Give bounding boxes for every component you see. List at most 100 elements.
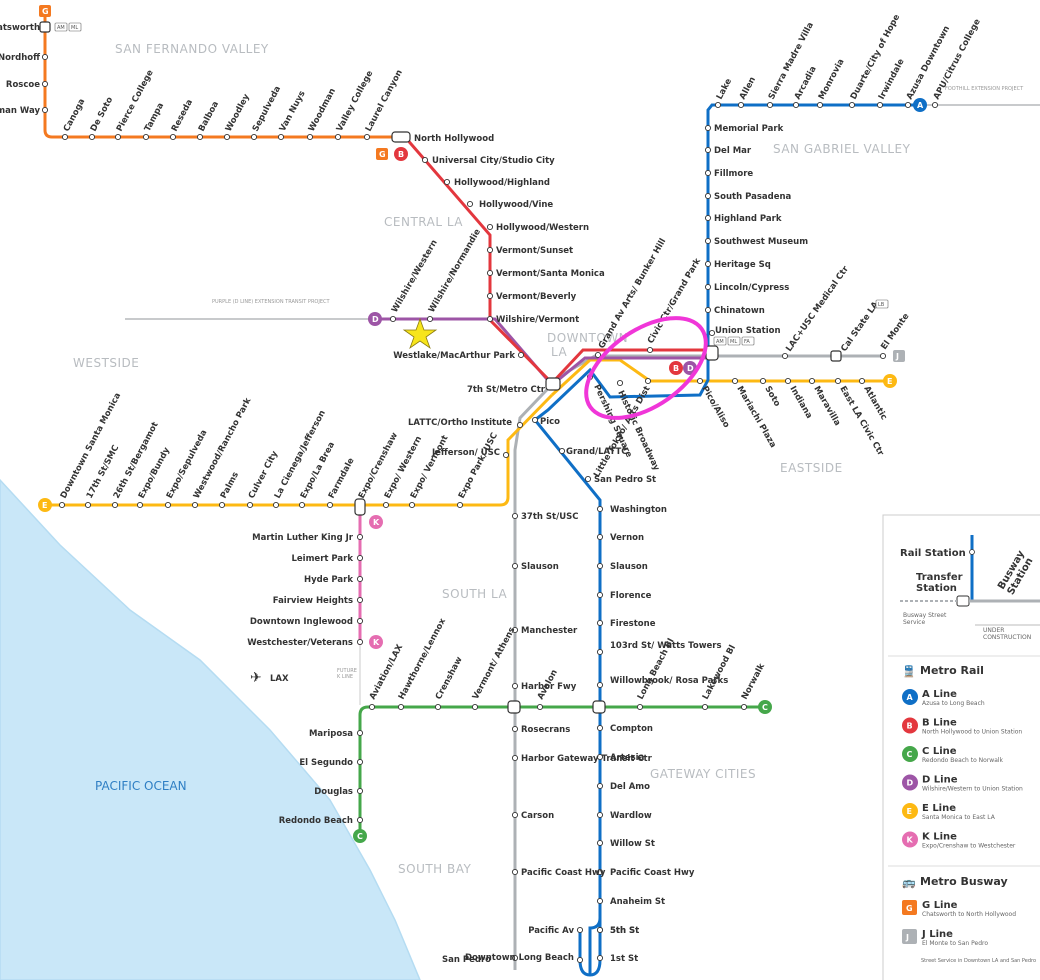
station-dot-el-segundo[interactable] <box>356 758 364 766</box>
station-dot-5th-st[interactable] <box>596 926 604 934</box>
station-dot-woodman[interactable] <box>306 133 314 141</box>
station-dot-chinatown[interactable] <box>704 306 712 314</box>
station-dot-downtown-inglewood[interactable] <box>356 617 364 625</box>
station-dot-memorial-park[interactable] <box>704 124 712 132</box>
transfer-union-station[interactable] <box>705 345 719 361</box>
station-dot-hollywood-western[interactable] <box>486 223 494 231</box>
station-dot-martin-luther-king-jr[interactable] <box>356 533 364 541</box>
station-dot-slauson[interactable] <box>511 562 519 570</box>
station-dot-aviation-lax[interactable] <box>368 703 376 711</box>
station-dot-washington[interactable] <box>596 505 604 513</box>
station-dot-atlantic[interactable] <box>858 377 866 385</box>
station-dot-willowbrook-rosa-parks[interactable] <box>596 681 604 689</box>
station-dot-crenshaw[interactable] <box>434 703 442 711</box>
station-dot-rosecrans[interactable] <box>511 725 519 733</box>
station-dot-expo-western[interactable] <box>382 501 390 509</box>
station-dot-manchester[interactable] <box>511 626 519 634</box>
station-dot-slauson[interactable] <box>596 562 604 570</box>
station-dot-florence[interactable] <box>596 591 604 599</box>
transfer-north-hollywood[interactable] <box>391 131 411 143</box>
station-dot-san-pedro-st[interactable] <box>584 475 592 483</box>
station-dot-el-monte[interactable] <box>879 352 887 360</box>
station-dot-laurel-canyon[interactable] <box>363 133 371 141</box>
station-dot-pacific-coast-hwy[interactable] <box>596 868 604 876</box>
station-dot-hollywood-highland[interactable] <box>443 178 451 186</box>
station-dot-monrovia[interactable] <box>816 101 824 109</box>
station-dot-vermont-beverly[interactable] <box>486 292 494 300</box>
station-dot-jefferson-usc[interactable] <box>502 451 510 459</box>
station-dot-downtown-long-beach[interactable] <box>576 956 584 964</box>
station-dot-farmdale[interactable] <box>326 501 334 509</box>
station-dot-civic-ctr-grand-park[interactable] <box>646 346 654 354</box>
station-dot-lattc-ortho-institute[interactable] <box>516 421 524 429</box>
station-dot-soto[interactable] <box>759 377 767 385</box>
station-dot-heritage-sq[interactable] <box>704 260 712 268</box>
station-dot-roscoe[interactable] <box>41 80 49 88</box>
station-dot-downtown-santa-monica[interactable] <box>58 501 66 509</box>
station-dot-expo-park-usc[interactable] <box>456 501 464 509</box>
station-dot-wilshire-vermont[interactable] <box>486 315 494 323</box>
station-dot-southwest-museum[interactable] <box>704 237 712 245</box>
station-dot-vermont-athens[interactable] <box>471 703 479 711</box>
station-dot-37th-st-usc[interactable] <box>511 512 519 520</box>
station-dot-del-amo[interactable] <box>596 782 604 790</box>
station-dot-westchester-veterans[interactable] <box>356 638 364 646</box>
station-dot-sierra-madre-villa[interactable] <box>766 101 774 109</box>
station-dot-expo-vermont[interactable] <box>408 501 416 509</box>
station-dot-nordhoff[interactable] <box>41 53 49 61</box>
station-dot-balboa[interactable] <box>196 133 204 141</box>
station-dot-little-tokyo-arts-dist[interactable] <box>644 377 652 385</box>
station-dot-vermont-sunset[interactable] <box>486 246 494 254</box>
transfer-chatsworth[interactable] <box>39 21 51 33</box>
station-dot-sherman-way[interactable] <box>41 106 49 114</box>
station-dot-wardlow[interactable] <box>596 811 604 819</box>
station-dot-redondo-beach[interactable] <box>356 816 364 824</box>
station-dot-canoga[interactable] <box>61 133 69 141</box>
station-dot-expo-bundy[interactable] <box>136 501 144 509</box>
station-dot-fillmore[interactable] <box>704 169 712 177</box>
station-dot-wilshire-normandie[interactable] <box>426 315 434 323</box>
station-dot-apu-citrus-college[interactable] <box>931 101 939 109</box>
station-dot-arcadia[interactable] <box>792 101 800 109</box>
station-dot-del-mar[interactable] <box>704 146 712 154</box>
station-dot-expo-sepulveda[interactable] <box>164 501 172 509</box>
station-dot-1st-st[interactable] <box>596 954 604 962</box>
station-dot-vernon[interactable] <box>596 533 604 541</box>
station-dot-pacific-coast-hwy[interactable] <box>511 868 519 876</box>
station-dot-la-cienega-jefferson[interactable] <box>272 501 280 509</box>
station-dot-pico-aliso[interactable] <box>696 377 704 385</box>
station-dot-azusa-downtown[interactable] <box>904 101 912 109</box>
transfer-willowbrook[interactable] <box>592 700 606 714</box>
station-dot-indiana[interactable] <box>784 377 792 385</box>
station-dot-san-pedro[interactable] <box>511 954 519 962</box>
station-dot-culver-city[interactable] <box>246 501 254 509</box>
station-dot-woodley[interactable] <box>223 133 231 141</box>
station-dot-leimert-park[interactable] <box>356 554 364 562</box>
station-dot-duarte-city-of-hope[interactable] <box>848 101 856 109</box>
station-dot-avalon[interactable] <box>536 703 544 711</box>
station-dot-east-la-civic-ctr[interactable] <box>834 377 842 385</box>
station-dot-lakewood-bl[interactable] <box>701 703 709 711</box>
station-dot-douglas[interactable] <box>356 787 364 795</box>
station-dot-hawthorne-lennox[interactable] <box>397 703 405 711</box>
station-dot-lac-usc-medical-ctr[interactable] <box>781 352 789 360</box>
station-dot-grand-av-arts-bunker-hill[interactable] <box>594 351 602 359</box>
station-dot-irwindale[interactable] <box>876 101 884 109</box>
station-dot-westwood-rancho-park[interactable] <box>191 501 199 509</box>
transfer-cal-state-la[interactable] <box>830 350 842 362</box>
station-dot-17th-st-smc[interactable] <box>84 501 92 509</box>
station-dot-vermont-santa-monica[interactable] <box>486 269 494 277</box>
station-dot-harbor-gateway-transit-ctr[interactable] <box>511 754 519 762</box>
station-dot-pico[interactable] <box>531 416 539 424</box>
station-dot-lake[interactable] <box>714 101 722 109</box>
station-dot-expo-la-brea[interactable] <box>298 501 306 509</box>
station-dot-norwalk[interactable] <box>740 703 748 711</box>
station-dot-sepulveda[interactable] <box>250 133 258 141</box>
station-dot-lincoln-cypress[interactable] <box>704 283 712 291</box>
station-dot-valley-college[interactable] <box>334 133 342 141</box>
station-dot-harbor-fwy[interactable] <box>511 682 519 690</box>
station-dot-universal-city-studio-city[interactable] <box>421 156 429 164</box>
station-dot-long-beach-bl[interactable] <box>636 703 644 711</box>
station-dot-reseda[interactable] <box>169 133 177 141</box>
station-dot-firestone[interactable] <box>596 619 604 627</box>
